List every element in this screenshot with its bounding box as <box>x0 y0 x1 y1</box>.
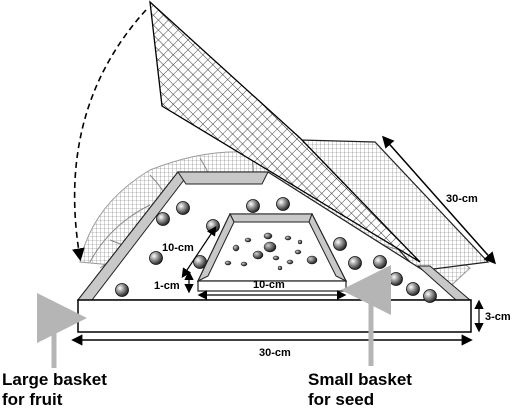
inner-height-label: 1-cm <box>154 280 180 292</box>
dashed-arrow <box>72 9 147 262</box>
fruit-ball <box>276 197 290 211</box>
fruit-ball <box>406 282 420 296</box>
seed <box>286 259 294 265</box>
net-length-label: 30-cm <box>446 193 478 205</box>
seed <box>244 237 252 243</box>
net-length-arrow <box>382 135 496 265</box>
large-basket-caption-line2: for fruit <box>2 390 63 408</box>
outer-width-label: 30-cm <box>259 347 291 359</box>
inner-width-label: 10-cm <box>253 279 285 291</box>
fruit-ball <box>149 251 163 265</box>
small-basket <box>196 212 348 292</box>
fruit-ball <box>423 289 437 303</box>
fruit-ball <box>115 283 129 297</box>
seed <box>294 249 302 255</box>
small-basket-pointer <box>341 265 391 366</box>
fruit-ball <box>176 201 190 215</box>
large-basket-caption-line1: Large basket <box>2 370 107 389</box>
inner-length-arrow <box>181 226 217 278</box>
seed <box>232 244 240 252</box>
fruit-ball <box>156 212 170 226</box>
small-basket-caption-line2: for seed <box>308 390 374 408</box>
fruit-ball <box>333 237 347 251</box>
fruit-ball <box>373 255 387 269</box>
fruit-ball <box>348 256 362 270</box>
seed <box>252 250 264 260</box>
seed <box>297 239 303 245</box>
large-basket-pointer <box>37 293 87 368</box>
seed <box>272 255 280 261</box>
seed <box>224 260 232 266</box>
seed <box>263 232 273 240</box>
fruit-balls <box>115 197 437 303</box>
seeds <box>224 232 318 271</box>
seed <box>284 235 292 241</box>
seed <box>263 241 277 253</box>
inner-length-label: 10-cm <box>162 242 194 254</box>
seed <box>277 265 283 271</box>
seed <box>306 255 318 265</box>
fruit-ball <box>246 199 260 213</box>
large-basket <box>76 171 473 333</box>
fruit-ball <box>389 272 403 286</box>
seed <box>240 261 248 267</box>
outer-height-label: 3-cm <box>485 311 511 323</box>
small-basket-caption-line1: Small basket <box>308 370 412 389</box>
